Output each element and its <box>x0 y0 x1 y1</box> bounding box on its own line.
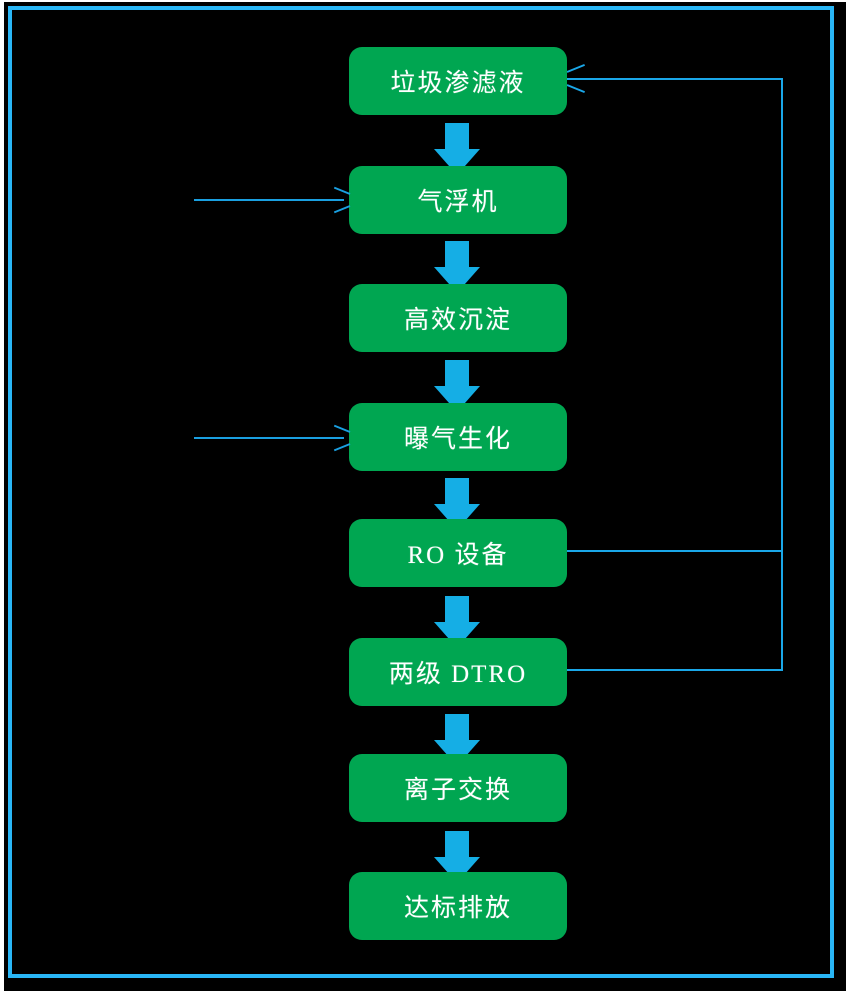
node-ro[interactable]: RO 设备 <box>349 519 567 587</box>
node-discharge[interactable]: 达标排放 <box>349 872 567 940</box>
diagram-border-frame <box>8 6 834 978</box>
return-arrowhead-into-leachate <box>566 63 589 94</box>
page-edge-left <box>0 0 4 994</box>
flow-arrow-settling-to-aeration <box>434 360 480 412</box>
node-aeration[interactable]: 曝气生化 <box>349 403 567 471</box>
return-wire-ro-horizontal <box>567 550 783 552</box>
node-ion-exchange[interactable]: 离子交换 <box>349 754 567 822</box>
page-edge-right <box>846 0 850 994</box>
node-settling[interactable]: 高效沉淀 <box>349 284 567 352</box>
return-wire-dtro-horizontal <box>567 669 783 671</box>
return-wire-top-horizontal <box>567 78 783 80</box>
input-arrow-to-flotation <box>194 186 351 214</box>
node-dtro[interactable]: 两级 DTRO <box>349 638 567 706</box>
page-edge-bottom <box>0 991 850 994</box>
node-flotation[interactable]: 气浮机 <box>349 166 567 234</box>
node-leachate[interactable]: 垃圾渗滤液 <box>349 47 567 115</box>
return-wire-vertical <box>781 78 783 671</box>
page-edge-top <box>0 0 850 2</box>
input-arrow-to-aeration <box>194 424 351 452</box>
